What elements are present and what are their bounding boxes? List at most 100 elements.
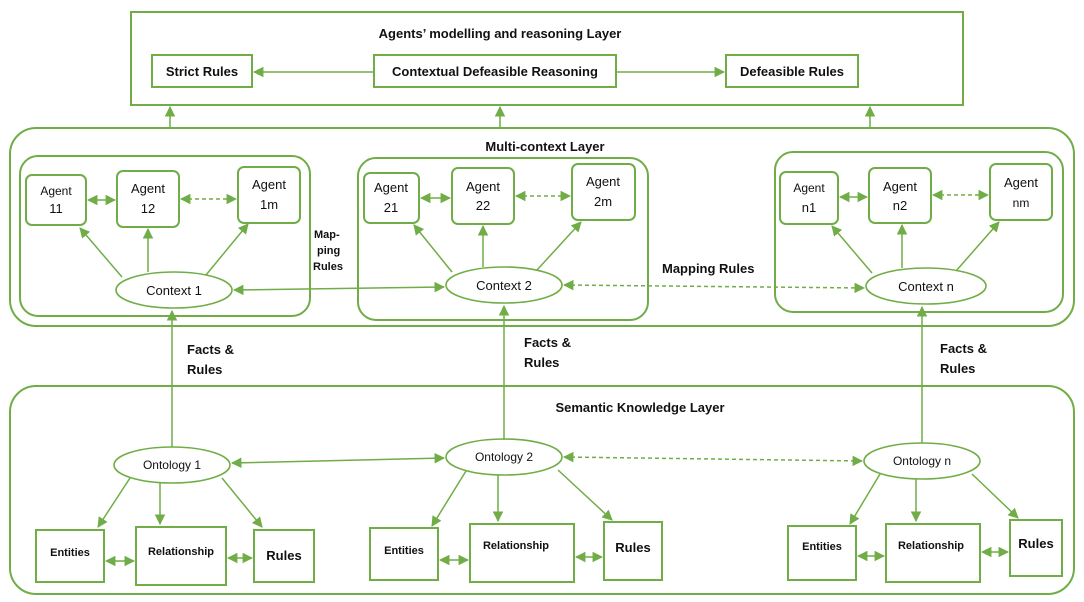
facts-rules-2-line-1: Facts & <box>524 335 571 350</box>
agent-21-box <box>363 172 420 224</box>
facts-rules-n-line-1: Facts & <box>940 341 987 356</box>
ontology-n-entities-box <box>787 525 857 581</box>
ontology-1-relationship-label: Relationship <box>148 546 214 558</box>
agent-1m-id: 1m <box>260 197 278 212</box>
context-group-1 <box>19 155 311 317</box>
agent-21-id: 21 <box>384 200 398 215</box>
agent-11-label: Agent <box>40 184 72 198</box>
semantic-knowledge-layer-title: Semantic Knowledge Layer <box>555 400 724 415</box>
ontology-n-rules-label: Rules <box>1018 536 1053 551</box>
agent-12-label: Agent <box>131 181 165 196</box>
agent-1m-box <box>237 166 301 224</box>
ontology-n-relationship-box <box>885 523 981 583</box>
agent-n2-label: Agent <box>883 179 917 194</box>
defeasible-rules-box <box>725 54 859 88</box>
ontology-n-relationship-label: Relationship <box>898 540 964 552</box>
arrow-ontology1-entities <box>97 477 131 528</box>
facts-rules-1-line-2: Rules <box>187 362 222 377</box>
agent-12-box <box>116 170 180 228</box>
agent-21-label: Agent <box>374 180 408 195</box>
ontology-2-rules-label: Rules <box>615 540 650 555</box>
arrow-contextn-agentn1 <box>831 225 873 274</box>
semantic-knowledge-layer-frame <box>9 385 1075 595</box>
agent-1m-label: Agent <box>252 177 286 192</box>
facts-rules-2-line-2: Rules <box>524 355 559 370</box>
ontology-2-entities-box <box>369 527 439 581</box>
arrow-context2-agent2m <box>536 221 582 271</box>
multi-context-layer-title: Multi-context Layer <box>485 139 604 154</box>
mapping-rules-small-line-3: Rules <box>313 261 343 273</box>
ontology-2-label: Ontology 2 <box>475 450 533 464</box>
ontology-2-relationship-box <box>469 523 575 583</box>
agent-2m-id: 2m <box>594 194 612 209</box>
agent-22-id: 22 <box>476 198 490 213</box>
agents-reasoning-layer-frame <box>130 11 964 106</box>
defeasible-rules-label: Defeasible Rules <box>740 64 844 79</box>
ontology-2-entities-label: Entities <box>384 545 424 557</box>
context-group-2 <box>357 157 649 321</box>
contextual-reasoning-box <box>373 54 617 88</box>
ontology-1-entities-label: Entities <box>50 547 90 559</box>
strict-rules-label: Strict Rules <box>166 64 238 79</box>
arrow-context2-contextn <box>562 279 866 294</box>
ontology-1-rules-box <box>253 529 315 583</box>
ontology-1-label: Ontology 1 <box>143 458 201 472</box>
ontology-2-relationship-label: Relationship <box>483 540 549 552</box>
arrow-context1-agent11 <box>79 227 123 278</box>
ontology-1-ellipse <box>113 446 231 484</box>
mapping-rules-small-line-1: Map- <box>314 229 340 241</box>
ontology-n-label: Ontology n <box>893 454 951 468</box>
arrow-ontology1-rules <box>221 477 263 528</box>
arrow-ontology2-ontologyn <box>562 451 864 467</box>
strict-rules-box <box>151 54 253 88</box>
context-n-label: Context n <box>898 279 954 294</box>
arrow-contextn-agentnm <box>955 221 1000 272</box>
agent-n2-id: n2 <box>893 198 907 213</box>
context-n-ellipse <box>865 267 987 305</box>
arrow-ontology2-entities <box>431 470 467 527</box>
ontology-n-entities-label: Entities <box>802 541 842 553</box>
agent-11-id: 11 <box>49 201 63 216</box>
agent-n1-box <box>779 171 839 225</box>
context-1-ellipse <box>115 271 233 309</box>
contextual-reasoning-label: Contextual Defeasible Reasoning <box>392 64 598 79</box>
agent-nm-box <box>989 163 1053 221</box>
arrow-context1-context2 <box>232 281 446 296</box>
multi-context-layer-frame <box>9 127 1075 327</box>
agent-n1-label: Agent <box>793 181 825 195</box>
arrow-context1-agent1m <box>205 223 249 276</box>
agent-22-box <box>451 167 515 225</box>
agents-reasoning-layer: Agents’ modelling and reasoning Layer St… <box>130 11 964 106</box>
arrow-ontologyn-rules <box>971 473 1019 519</box>
ontology-1-entities-box <box>35 529 105 583</box>
facts-rules-1-line-1: Facts & <box>187 342 234 357</box>
agent-11-box <box>25 174 87 226</box>
context-2-ellipse <box>445 266 563 304</box>
ontology-1-relationship-box <box>135 526 227 586</box>
agent-22-label: Agent <box>466 179 500 194</box>
agent-n2-box <box>868 167 932 224</box>
ontology-1-rules-label: Rules <box>266 548 301 563</box>
agents-reasoning-layer-title: Agents’ modelling and reasoning Layer <box>379 26 622 41</box>
ontology-2-ellipse <box>445 438 563 476</box>
arrow-context2-agent21 <box>413 224 453 273</box>
ontology-n-rules-box <box>1009 519 1063 577</box>
context-2-label: Context 2 <box>476 278 532 293</box>
agent-12-id: 12 <box>141 201 155 216</box>
arrow-ontology1-ontology2 <box>230 452 446 469</box>
semantic-knowledge-layer: Semantic Knowledge Layer Ontology 1 Enti… <box>9 385 1075 595</box>
mapping-rules-small-line-2: ping <box>317 245 340 257</box>
multi-context-layer: Multi-context Layer Agent 11 Agent 12 Ag… <box>9 127 1075 327</box>
agent-2m-box <box>571 163 636 221</box>
facts-rules-n-line-2: Rules <box>940 361 975 376</box>
ontology-n-ellipse <box>863 442 981 480</box>
agent-nm-id: nm <box>1013 196 1030 210</box>
ontology-2-rules-box <box>603 521 663 581</box>
mapping-rules-large: Mapping Rules <box>662 261 754 276</box>
arrow-ontologyn-entities <box>849 473 881 525</box>
agent-2m-label: Agent <box>586 174 620 189</box>
agent-nm-label: Agent <box>1004 175 1038 190</box>
context-1-label: Context 1 <box>146 283 202 298</box>
agent-n1-id: n1 <box>802 200 816 215</box>
